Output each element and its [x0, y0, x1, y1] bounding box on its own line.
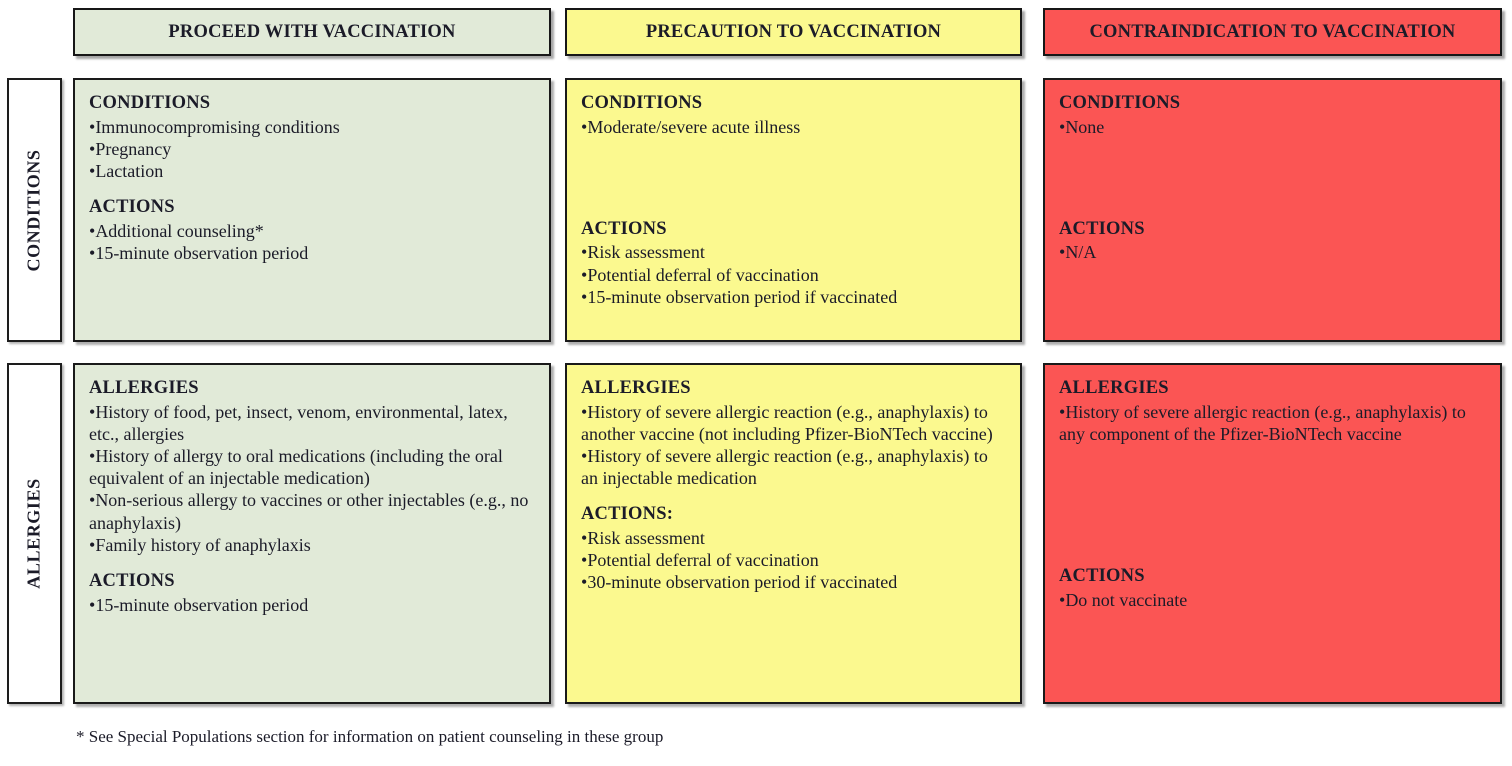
bullet-item: 15-minute observation period — [89, 242, 535, 264]
bullet-item: History of severe allergic reaction (e.g… — [581, 445, 1006, 489]
cell-spacer — [581, 489, 1006, 503]
row-header-conditions: CONDITIONS — [7, 78, 62, 342]
bullet-item: History of severe allergic reaction (e.g… — [1059, 401, 1486, 445]
cell-allergies-precaution: ALLERGIES History of severe allergic rea… — [565, 363, 1022, 704]
cell-group-list: History of food, pet, insect, venom, env… — [89, 401, 535, 557]
bullet-item: Do not vaccinate — [1059, 589, 1486, 611]
cell-actions-title: ACTIONS — [89, 571, 175, 592]
cell-allergies-proceed: ALLERGIES History of food, pet, insect, … — [73, 363, 551, 704]
cell-group-list: Immunocompromising conditionsPregnancyLa… — [89, 116, 535, 183]
cell-conditions-proceed: CONDITIONS Immunocompromising conditions… — [73, 78, 551, 342]
cell-group-list: Moderate/severe acute illness — [581, 116, 1006, 138]
bullet-item: Pregnancy — [89, 138, 535, 160]
cell-group-title: CONDITIONS — [581, 93, 703, 113]
cell-group-title: ALLERGIES — [1059, 378, 1169, 398]
cell-actions-title: ACTIONS — [89, 197, 175, 218]
bullet-item: Moderate/severe acute illness — [581, 116, 1006, 138]
cell-conditions-contraindication: CONDITIONS None ACTIONS N/A — [1043, 78, 1502, 342]
bullet-item: Risk assessment — [581, 527, 1006, 549]
cell-actions-list: Risk assessmentPotential deferral of vac… — [581, 527, 1006, 594]
cell-actions-list: Risk assessmentPotential deferral of vac… — [581, 241, 1006, 308]
cell-spacer — [581, 138, 1006, 218]
cell-actions-title: ACTIONS — [581, 218, 667, 239]
cell-group-title: CONDITIONS — [1059, 93, 1181, 113]
bullet-item: Immunocompromising conditions — [89, 116, 535, 138]
bullet-item: Lactation — [89, 160, 535, 182]
bullet-item: Risk assessment — [581, 241, 1006, 263]
cell-group-title: CONDITIONS — [89, 93, 211, 113]
row-header-conditions-label: CONDITIONS — [24, 148, 44, 272]
cell-allergies-contraindication: ALLERGIES History of severe allergic rea… — [1043, 363, 1502, 704]
cell-actions-list: N/A — [1059, 241, 1486, 263]
bullet-item: 15-minute observation period if vaccinat… — [581, 286, 1006, 308]
cell-group-list: History of severe allergic reaction (e.g… — [581, 401, 1006, 490]
bullet-item: Family history of anaphylaxis — [89, 534, 535, 556]
bullet-item: 30-minute observation period if vaccinat… — [581, 571, 1006, 593]
cell-spacer — [89, 556, 535, 570]
cell-actions-list: Do not vaccinate — [1059, 589, 1486, 611]
footnote: * See Special Populations section for in… — [76, 727, 664, 746]
cell-group-list: History of severe allergic reaction (e.g… — [1059, 401, 1486, 445]
bullet-item: Additional counseling* — [89, 220, 535, 242]
cell-spacer — [1059, 445, 1486, 565]
cell-group-list: None — [1059, 116, 1486, 138]
cell-actions-list: Additional counseling*15-minute observat… — [89, 220, 535, 264]
cell-actions-title: ACTIONS — [1059, 566, 1145, 586]
cell-actions-title: ACTIONS: — [581, 504, 674, 525]
column-header-proceed-label: PROCEED WITH VACCINATION — [168, 21, 456, 42]
column-header-proceed: PROCEED WITH VACCINATION — [73, 8, 551, 56]
column-header-precaution: PRECAUTION TO VACCINATION — [565, 8, 1022, 56]
bullet-item: N/A — [1059, 241, 1486, 263]
cell-actions-list: 15-minute observation period — [89, 594, 535, 616]
cell-group-title: ALLERGIES — [89, 378, 199, 398]
bullet-item: Potential deferral of vaccination — [581, 264, 1006, 286]
bullet-item: History of food, pet, insect, venom, env… — [89, 401, 535, 445]
cell-group-title: ALLERGIES — [581, 378, 691, 398]
bullet-item: History of severe allergic reaction (e.g… — [581, 401, 1006, 445]
bullet-item: History of allergy to oral medications (… — [89, 445, 535, 489]
cell-actions-title: ACTIONS — [1059, 218, 1145, 239]
cell-spacer — [1059, 138, 1486, 218]
cell-conditions-precaution: CONDITIONS Moderate/severe acute illness… — [565, 78, 1022, 342]
cell-spacer — [89, 182, 535, 196]
bullet-item: None — [1059, 116, 1486, 138]
column-header-precaution-label: PRECAUTION TO VACCINATION — [645, 21, 942, 42]
column-header-contraindication: CONTRAINDICATION TO VACCINATION — [1043, 8, 1502, 56]
row-header-allergies-label: ALLERGIES — [24, 478, 45, 589]
row-header-allergies: ALLERGIES — [7, 363, 62, 704]
bullet-item: 15-minute observation period — [89, 594, 535, 616]
bullet-item: Potential deferral of vaccination — [581, 549, 1006, 571]
bullet-item: Non-serious allergy to vaccines or other… — [89, 489, 535, 533]
column-header-contraindication-label: CONTRAINDICATION TO VACCINATION — [1089, 21, 1456, 42]
